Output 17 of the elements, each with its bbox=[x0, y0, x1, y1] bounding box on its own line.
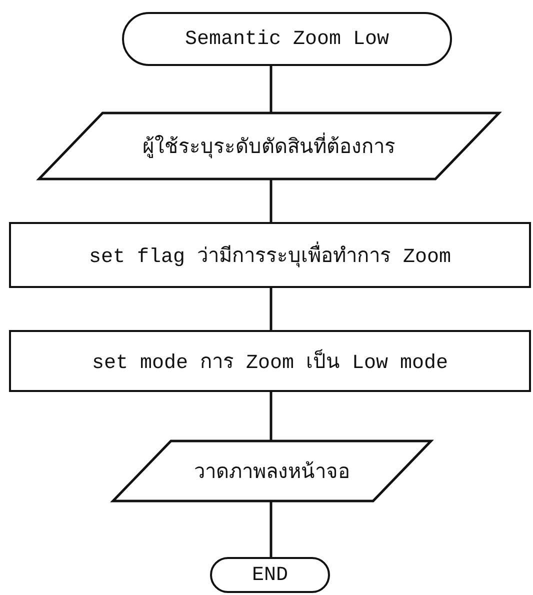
connector-line bbox=[270, 502, 272, 557]
connector-line bbox=[270, 288, 272, 330]
connector-line bbox=[270, 392, 272, 440]
connector-line bbox=[270, 66, 272, 112]
step-text: วาดภาพลงหน้าจอ bbox=[194, 460, 350, 487]
terminal-shape bbox=[122, 12, 452, 66]
input-output-parallelogram bbox=[112, 440, 432, 502]
step-text: END bbox=[252, 564, 288, 586]
process-box bbox=[9, 222, 531, 288]
input-output-parallelogram bbox=[38, 112, 500, 180]
step-text: set flag ว่ามีการระบุเพื่อทำการ Zoom bbox=[88, 239, 452, 271]
process-box bbox=[9, 330, 531, 392]
connector-line bbox=[270, 180, 272, 222]
step-text: ผู้ใช้ระบุระดับตัดสินที่ต้องการ bbox=[142, 130, 396, 162]
step-text: Semantic Zoom Low bbox=[184, 28, 390, 50]
terminal-shape bbox=[210, 557, 330, 593]
step-text: set mode การ Zoom เป็น Low mode bbox=[92, 345, 448, 377]
